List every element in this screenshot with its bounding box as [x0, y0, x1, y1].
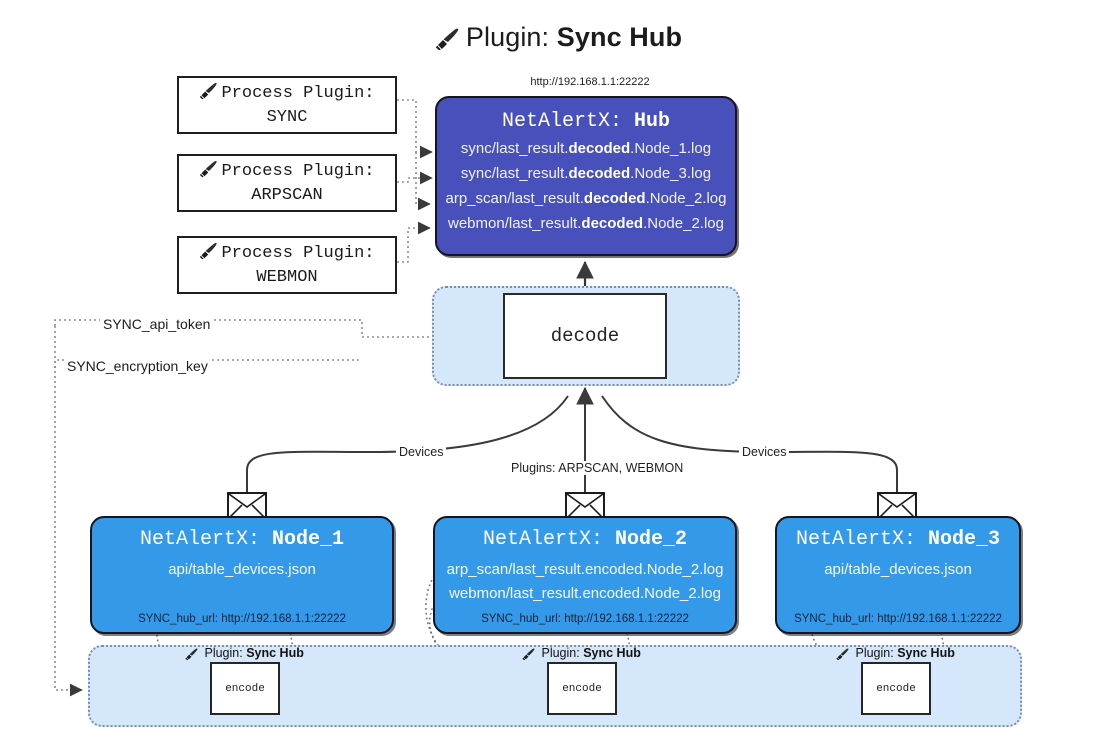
process-plugin-webmon[interactable]: Process Plugin: WEBMON	[177, 236, 397, 294]
hub-node[interactable]: NetAlertX: Hub sync/last_result.decoded.…	[435, 96, 737, 256]
page-title: Plugin: Sync Hub	[0, 16, 1117, 62]
edge-label-devices-right: Devices	[739, 445, 790, 459]
node-footer: SYNC_hub_url: http://192.168.1.1:22222	[138, 613, 346, 625]
node-2[interactable]: NetAlertX: Node_2 arp_scan/last_result.e…	[433, 516, 737, 634]
hub-log-line: arp_scan/last_result.decoded.Node_2.log	[445, 190, 727, 207]
node-title: NetAlertX: Node_3	[795, 528, 1001, 551]
hub-log-line: webmon/last_result.decoded.Node_2.log	[448, 215, 724, 232]
title-name: Sync Hub	[556, 22, 683, 52]
process-plugin-sync[interactable]: Process Plugin: SYNC	[177, 76, 397, 134]
node-data-line: api/table_devices.json	[824, 561, 972, 578]
node-title: NetAlertX: Node_1	[139, 528, 345, 551]
process-plugin-label: Process Plugin:	[221, 84, 375, 103]
decode-box[interactable]: decode	[503, 293, 667, 379]
envelope-icon	[565, 492, 605, 520]
plugin-tag-node-2: Plugin: Sync Hub	[522, 646, 641, 663]
plug-icon	[435, 20, 461, 62]
process-plugin-name: WEBMON	[256, 268, 318, 287]
hub-title-prefix: NetAlertX:	[501, 110, 622, 133]
plug-icon	[199, 81, 219, 107]
process-plugin-label: Process Plugin:	[221, 244, 375, 263]
config-api-token-label: SYNC_api_token	[100, 316, 214, 332]
encode-box-node-3[interactable]: encode	[861, 662, 931, 715]
process-plugin-name: SYNC	[266, 108, 308, 127]
title-prefix: Plugin:	[465, 22, 550, 52]
plug-icon	[199, 241, 219, 267]
encode-box-node-2[interactable]: encode	[547, 662, 617, 715]
edge-label-devices-left: Devices	[396, 445, 447, 459]
node-data-line: webmon/last_result.encoded.Node_2.log	[449, 585, 721, 602]
plugin-tag-node-3: Plugin: Sync Hub	[836, 646, 955, 663]
plug-icon	[185, 648, 202, 663]
hub-log-line: sync/last_result.decoded.Node_1.log	[460, 140, 712, 157]
process-plugin-label: Process Plugin:	[221, 162, 375, 181]
node-footer: SYNC_hub_url: http://192.168.1.1:22222	[481, 613, 689, 625]
node-footer: SYNC_hub_url: http://192.168.1.1:22222	[794, 613, 1002, 625]
node-3[interactable]: NetAlertX: Node_3 api/table_devices.json…	[775, 516, 1021, 634]
node-title: NetAlertX: Node_2	[482, 528, 688, 551]
plugin-tag-node-1: Plugin: Sync Hub	[185, 646, 304, 663]
config-encryption-key-label: SYNC_encryption_key	[64, 358, 211, 374]
hub-url-label: http://192.168.1.1:22222	[530, 76, 650, 88]
encode-box-node-1[interactable]: encode	[210, 662, 280, 715]
node-data-line: arp_scan/last_result.encoded.Node_2.log	[446, 561, 724, 578]
process-plugin-arpscan[interactable]: Process Plugin: ARPSCAN	[177, 154, 397, 212]
edge-label-plugins-center: Plugins: ARPSCAN, WEBMON	[508, 461, 687, 475]
node-1[interactable]: NetAlertX: Node_1 api/table_devices.json…	[90, 516, 394, 634]
node-data-line: api/table_devices.json	[168, 561, 316, 578]
plug-icon	[199, 159, 219, 185]
hub-title-name: Hub	[634, 110, 671, 133]
plug-icon	[522, 648, 539, 663]
envelope-icon	[877, 492, 917, 520]
hub-title: NetAlertX: Hub	[437, 110, 735, 133]
plug-icon	[836, 648, 853, 663]
hub-log-line: sync/last_result.decoded.Node_3.log	[460, 165, 712, 182]
process-plugin-name: ARPSCAN	[251, 186, 323, 205]
